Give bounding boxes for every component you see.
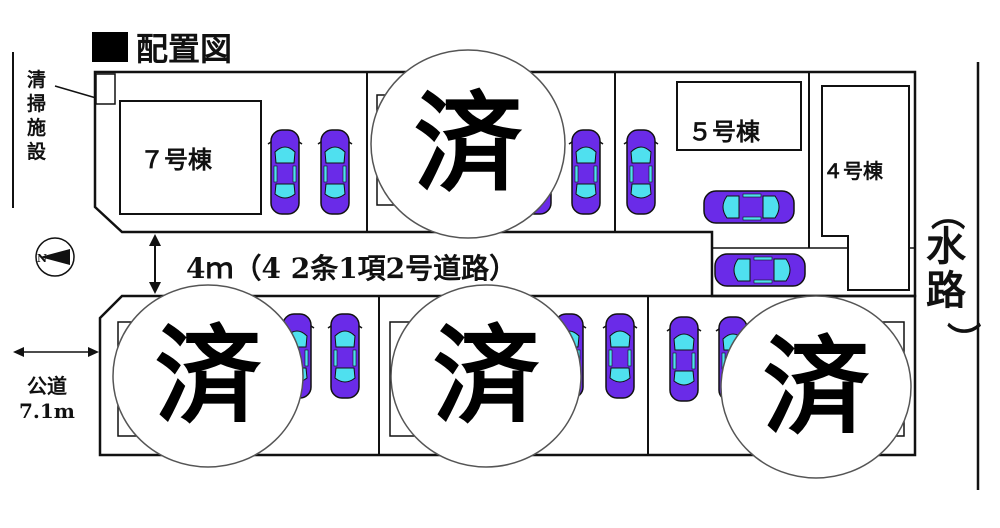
car-lower-4: [602, 313, 638, 399]
waterway-paren-close: ）: [942, 322, 982, 356]
title-square-icon: [92, 32, 128, 62]
public-road-arrow-head-right: [88, 347, 99, 357]
building-4: [821, 85, 910, 291]
sold-circle-lot-lower-1: [112, 284, 304, 468]
building-7-label: ７号棟: [140, 145, 213, 174]
sold-circle-lot-upper-2: [370, 49, 566, 239]
waterway-paren-open: （: [926, 196, 966, 230]
compass-arrow-icon: [40, 249, 70, 265]
sold-circle-lot-lower-2: [390, 284, 582, 468]
road-label: 4ｍ（4 2条1項2号道路）: [186, 252, 517, 285]
waterway-char-2: 路: [926, 267, 967, 314]
car-upper-6: [703, 190, 795, 224]
building-5-label: ５号棟: [688, 117, 761, 146]
car-lower-5: [666, 316, 702, 402]
car-upper-5: [623, 129, 659, 215]
car-upper-7: [714, 253, 806, 287]
cleaning-facility-char-1: 清: [27, 68, 46, 91]
public-road-label-line2: 7.1m: [19, 399, 75, 423]
sold-mark-lot-upper-2: 済: [414, 82, 523, 207]
sold-mark-lot-lower-3: 済: [763, 326, 870, 449]
building-5: [676, 81, 802, 151]
building-4-label: ４号棟: [823, 159, 884, 183]
cleaning-facility-char-2: 掃: [27, 92, 46, 115]
public-road-arrow-head-left: [13, 347, 24, 357]
car-upper-1: [267, 129, 303, 215]
cleaning-facility-char-4: 設: [27, 140, 47, 163]
sold-circle-lot-lower-3: [720, 295, 912, 479]
cleaning-facility-box: [95, 73, 116, 105]
car-lower-2: [327, 313, 363, 399]
car-upper-4: [568, 129, 604, 215]
cleaning-facility-char-3: 施: [27, 116, 46, 139]
sold-mark-lot-lower-2: 済: [433, 315, 540, 438]
upper-block-outline: [93, 70, 917, 298]
building-7: [119, 100, 262, 215]
compass-letter: N: [37, 252, 47, 265]
waterway-char-1: 水: [926, 223, 967, 270]
car-upper-2: [317, 129, 353, 215]
road-width-arrow-head-bottom: [149, 282, 161, 294]
public-road-label-line1: 公道: [27, 374, 67, 398]
road-width-arrow-head-top: [149, 234, 161, 246]
sold-mark-lot-lower-1: 済: [155, 315, 262, 438]
page-title: 配置図: [136, 30, 232, 68]
